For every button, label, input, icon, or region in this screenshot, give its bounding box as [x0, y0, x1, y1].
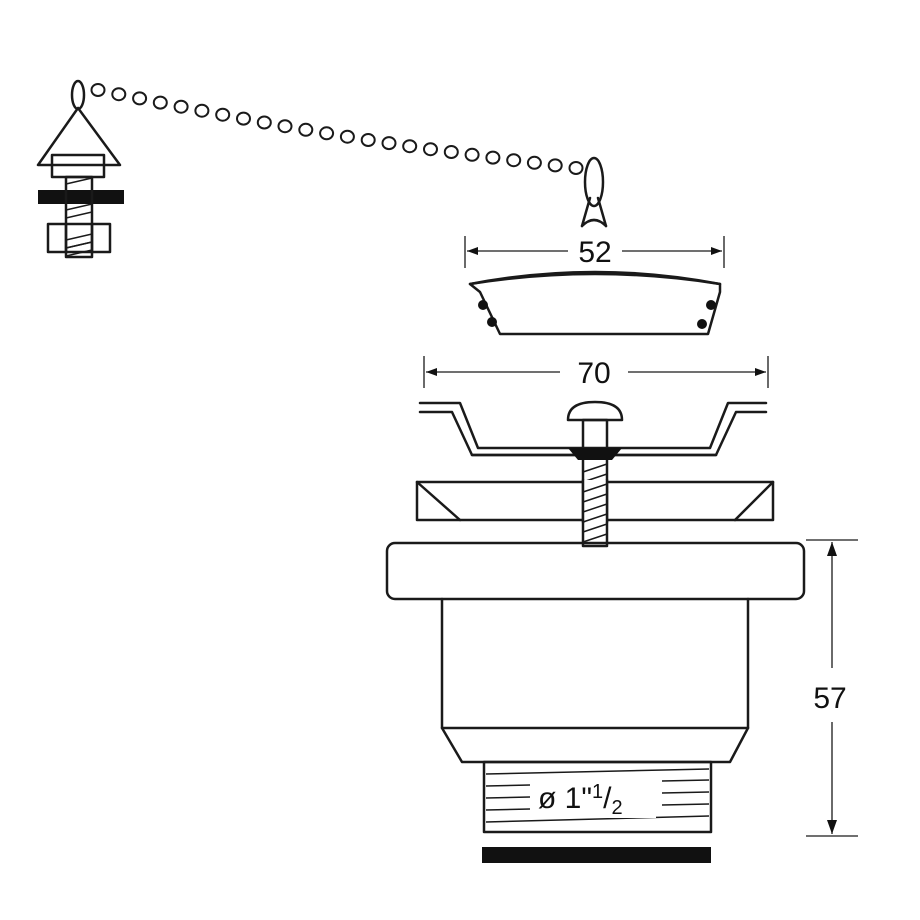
- threaded-tail: [482, 760, 713, 834]
- chain-bead: [402, 139, 418, 154]
- dimension-57: 57: [806, 539, 858, 837]
- thread-size-label: ø 1"1/2: [538, 781, 623, 819]
- sink-flange: [418, 401, 768, 457]
- chain-bead: [111, 87, 127, 102]
- chain-bead: [526, 155, 542, 170]
- anchor-ring: [70, 79, 86, 111]
- chain-bead: [339, 129, 355, 144]
- chain-bead: [443, 145, 459, 159]
- dimension-52: 52: [464, 236, 725, 269]
- ball-chain: [90, 83, 584, 175]
- chain-bead: [132, 91, 148, 106]
- chain-bead: [381, 136, 397, 151]
- chain-bead: [547, 158, 563, 173]
- anchor-bolt: [64, 175, 94, 259]
- chain-bead: [215, 107, 231, 122]
- chain-bead: [236, 111, 251, 126]
- chain-anchor-assembly: [36, 79, 124, 259]
- chain-bead: [173, 99, 189, 114]
- dimension-57-label: 57: [813, 682, 846, 715]
- anchor-cover: [36, 106, 122, 167]
- body-flange-nut: [385, 541, 806, 601]
- waste-body: ø 1"1/2: [385, 541, 806, 863]
- tail-thread-lines: [485, 768, 710, 823]
- plug-chain-link: [580, 156, 608, 228]
- dimension-70-label: 70: [577, 357, 610, 390]
- chain-bead: [485, 150, 501, 165]
- chain-bead: [506, 153, 522, 168]
- chain-bead: [319, 126, 335, 141]
- chain-bead: [152, 95, 168, 110]
- anchor-nut: [46, 222, 112, 254]
- chain-bead: [360, 133, 376, 147]
- chain-bead: [90, 83, 106, 97]
- chain-bead: [256, 115, 272, 130]
- anchor-washer: [38, 190, 124, 204]
- chain-bead: [464, 147, 480, 162]
- chain-bead: [194, 103, 210, 118]
- base-seal: [482, 847, 711, 863]
- chain-bead: [298, 122, 314, 137]
- chain-bead: [423, 142, 438, 157]
- chain-bead: [568, 161, 584, 175]
- dimension-70: 70: [423, 356, 769, 390]
- sealing-washer: [415, 478, 775, 524]
- centre-screw: [566, 400, 624, 548]
- chain-bead: [277, 119, 293, 134]
- strainer-plug: [468, 270, 722, 336]
- dimension-52-label: 52: [578, 236, 611, 269]
